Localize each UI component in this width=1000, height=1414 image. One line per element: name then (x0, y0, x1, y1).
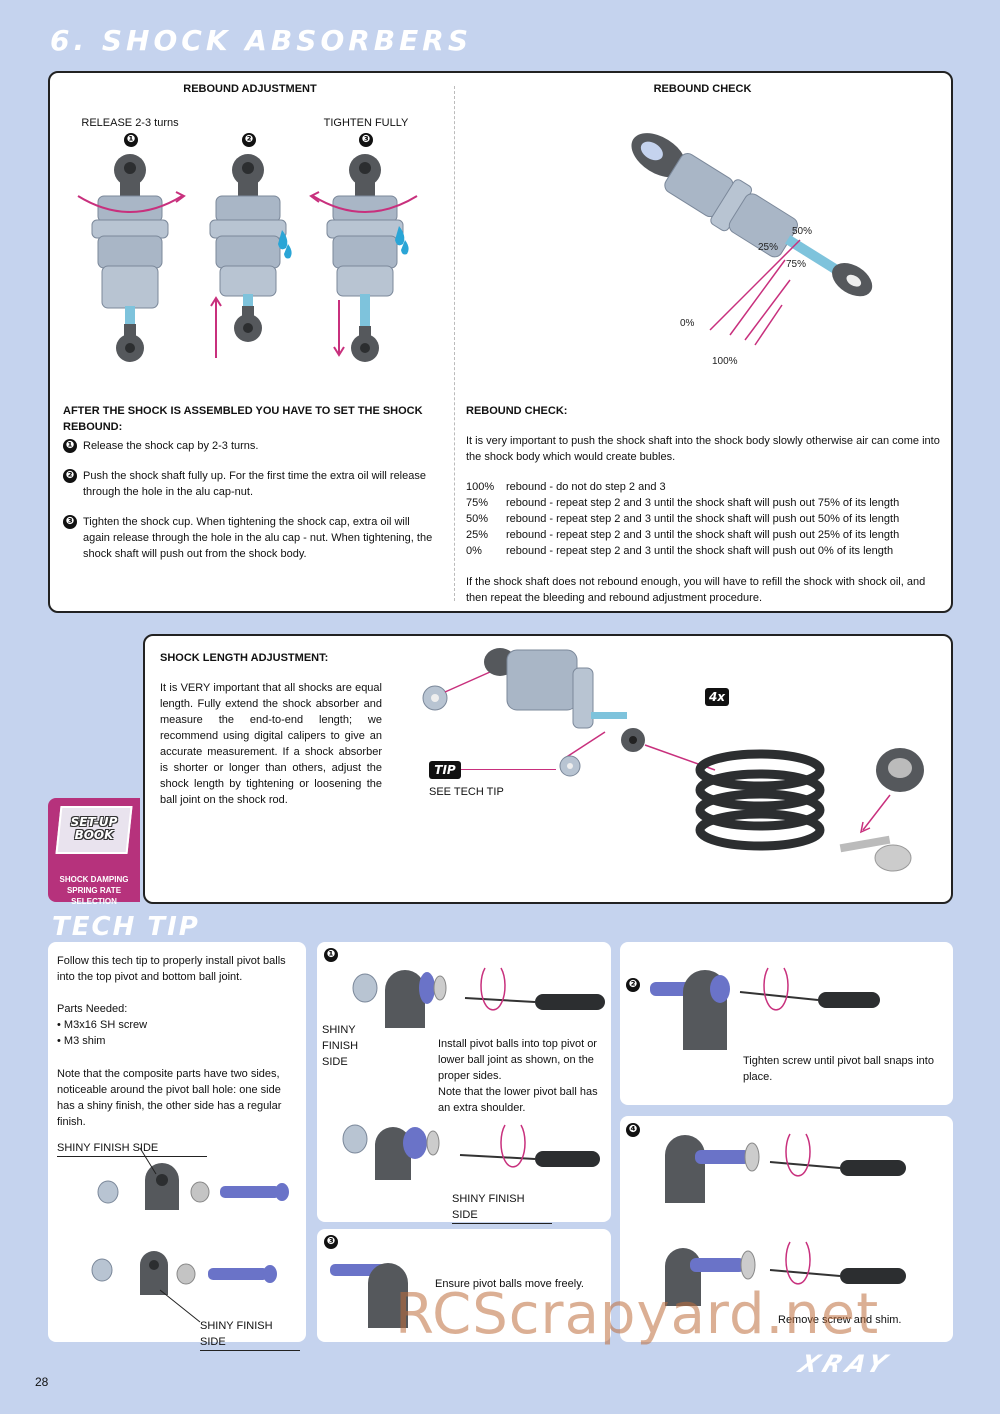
step-num-2: ❷ (63, 469, 77, 483)
rebound-pct: 50% (466, 513, 489, 525)
rebound-check-subheading: REBOUND CHECK: (466, 405, 568, 417)
shock-illustration-3 (309, 154, 418, 362)
tech-step-1-num: ❶ (324, 948, 338, 962)
rebound-adjustment-heading: REBOUND ADJUSTMENT (183, 83, 317, 95)
tech-tip-intro: Follow this tech tip to properly install… (57, 955, 286, 983)
tip-badge: TIP (429, 761, 461, 779)
rebound-pct: 75% (466, 497, 489, 509)
rebound-row: 75% rebound - repeat step 2 and 3 until t… (466, 495, 944, 511)
rebound-step-1: Release the shock cap by 2-3 turns. (83, 440, 259, 452)
panel-divider (454, 86, 455, 601)
rebound-row: 0% rebound - repeat step 2 and 3 until th… (466, 543, 944, 559)
tech-tip-title: TECH TIP (52, 912, 200, 942)
tech-step-2-panel (620, 942, 953, 1105)
rebound-step-2: Push the shock shaft fully up. For the f… (83, 470, 426, 498)
rebound-desc: rebound - repeat step 2 and 3 until the … (506, 545, 894, 557)
section-title: 6. SHOCK ABSORBERS (50, 24, 472, 57)
step-num-3: ❸ (63, 515, 77, 529)
tech-step-3-text: Ensure pivot balls move freely. (435, 1278, 584, 1290)
tech-step-1-text: Install pivot balls into top pivot or lo… (438, 1038, 597, 1082)
rebound-check-intro: It is very important to push the shock s… (466, 435, 940, 463)
shock-length-heading: SHOCK LENGTH ADJUSTMENT: (160, 652, 329, 664)
setup-book-caption: SHOCK DAMPING SPRING RATE SELECTION (59, 875, 129, 906)
rebound-label-100: 100% (712, 356, 738, 367)
shock-exploded-illustration (422, 648, 924, 872)
shock-length-body: It is VERY important that all shocks are… (160, 682, 382, 806)
tech-step-4-text: Remove screw and shim. (778, 1314, 902, 1326)
step-mark-2: ❷ (242, 133, 256, 147)
step2-illustration (650, 967, 880, 1050)
rebound-check-outro: If the shock shaft does not rebound enou… (466, 576, 926, 604)
shiny-label-top: SHINY FINISH SIDE (57, 1140, 207, 1157)
rebound-label-50: 50% (792, 226, 813, 237)
rebound-pct: 25% (466, 529, 489, 541)
step1-bottom-illustration (342, 1124, 600, 1180)
step-mark-1: ❶ (124, 133, 138, 147)
tip-caption: SEE TECH TIP (429, 786, 504, 798)
step-mark-3: ❸ (359, 133, 373, 147)
brand-logo: XRAY (794, 1350, 896, 1378)
part-item-1: • M3x16 SH screw (57, 1019, 148, 1031)
tech-step-2-text: Tighten screw until pivot ball snaps int… (743, 1055, 934, 1083)
tech-tip-note: Note that the composite parts have two s… (57, 1068, 282, 1128)
rebound-label-25: 25% (758, 242, 779, 253)
step3-illustration (330, 1263, 408, 1328)
rebound-check-illustration (631, 133, 873, 346)
watermark: RCScrapyard.net (395, 1282, 880, 1347)
page-number: 28 (35, 1375, 49, 1389)
rebound-row: 50% rebound - repeat step 2 and 3 until t… (466, 511, 944, 527)
rebound-panel (48, 71, 953, 613)
shiny-label-2line: SHINY FINISH SIDE (322, 1024, 359, 1068)
qty-badge: 4x (705, 688, 729, 706)
shock-illustration-2 (209, 154, 292, 358)
rebound-desc: rebound - repeat step 2 and 3 until the … (506, 529, 900, 541)
rebound-label-75: 75% (786, 259, 807, 270)
shock-illustration-1 (77, 154, 186, 362)
rebound-table: 100% rebound - do not do step 2 and 3 75%… (466, 479, 944, 559)
rebound-row: 100% rebound - do not do step 2 and 3 (466, 479, 944, 495)
parts-heading: Parts Needed: (57, 1003, 128, 1015)
tech-step-3-num: ❸ (324, 1235, 338, 1249)
setup-book-title: SET-UP BOOK (70, 815, 118, 842)
tech-step-4-num: ❹ (626, 1123, 640, 1137)
rebound-desc: rebound - repeat step 2 and 3 until the … (506, 497, 900, 509)
step-num-1: ❶ (63, 439, 77, 453)
part-item-2: • M3 shim (57, 1035, 106, 1047)
step4-top-illustration (665, 1133, 906, 1203)
rebound-step-3: Tighten the shock cup. When tightening t… (83, 516, 433, 560)
tech-step-3-panel (317, 1229, 611, 1342)
rebound-check-heading: REBOUND CHECK (653, 83, 752, 95)
parts-illustration (91, 1147, 289, 1323)
rebound-label-0: 0% (680, 318, 695, 329)
rebound-desc: rebound - do not do step 2 and 3 (506, 481, 666, 493)
shiny-label-bottom: SHINY FINISH SIDE (200, 1318, 300, 1351)
rebound-desc: rebound - repeat step 2 and 3 until the … (506, 513, 900, 525)
step4-bottom-illustration (665, 1241, 906, 1306)
tip-connector (461, 769, 556, 770)
shiny-label-step1: SHINY FINISH SIDE (452, 1191, 552, 1224)
rebound-adjustment-subheading: AFTER THE SHOCK IS ASSEMBLED YOU HAVE TO… (63, 405, 423, 433)
tech-step-1-note: Note that the lower pivot ball has an ex… (438, 1086, 598, 1114)
rebound-pct: 100% (466, 481, 495, 493)
step1-top-illustration (352, 967, 605, 1028)
tech-step-2-num: ❷ (626, 978, 640, 992)
release-label: RELEASE 2-3 turns (81, 117, 179, 129)
tighten-label: TIGHTEN FULLY (323, 117, 409, 129)
rebound-pct: 0% (466, 545, 482, 557)
rebound-row: 25% rebound - repeat step 2 and 3 until t… (466, 527, 944, 543)
